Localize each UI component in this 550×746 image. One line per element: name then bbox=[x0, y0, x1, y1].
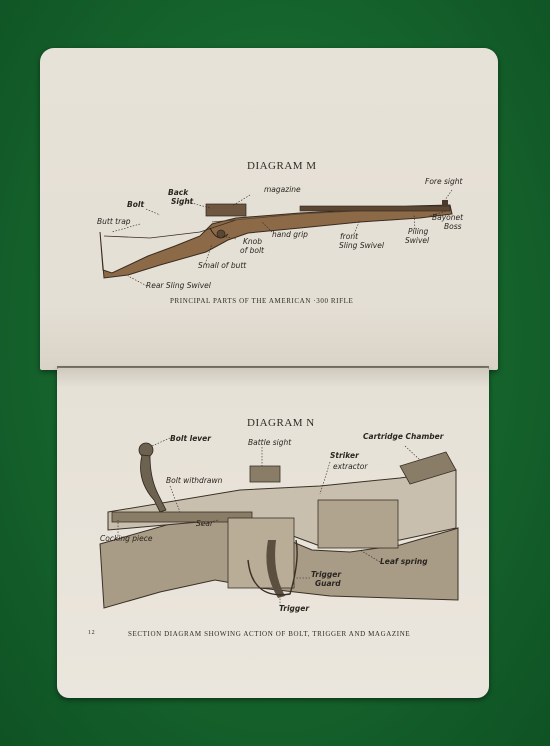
label-leaf-spring: Leaf spring bbox=[380, 557, 428, 566]
page-number: 12 bbox=[88, 630, 96, 636]
label-small-of-butt: Small of butt bbox=[198, 261, 247, 270]
label-front-sling-line1: front bbox=[340, 232, 359, 241]
label-front-sling-line2: Sling Swivel bbox=[339, 241, 384, 250]
diagram-n-caption: SECTION DIAGRAM SHOWING ACTION OF BOLT, … bbox=[128, 630, 411, 638]
label-cocking-piece: Cocking piece bbox=[100, 534, 153, 543]
label-piling-swivel-line2: Swivel bbox=[405, 236, 430, 245]
label-magazine: magazine bbox=[264, 185, 301, 194]
diagram-m-caption: PRINCIPAL PARTS OF THE AMERICAN ·300 RIF… bbox=[170, 297, 354, 305]
label-sear: Sear bbox=[196, 519, 214, 528]
label-bolt: Bolt bbox=[127, 200, 145, 209]
label-hand-grip: hand grip bbox=[272, 230, 308, 239]
label-battle-sight: Battle sight bbox=[248, 438, 292, 447]
label-bayonet-boss-line2: Boss bbox=[444, 222, 462, 231]
label-bolt-lever: Bolt lever bbox=[170, 434, 211, 443]
label-trigger-guard-line2: Guard bbox=[315, 579, 341, 588]
label-back-sight-line1: Back bbox=[168, 188, 189, 197]
label-knob-line1: Knob bbox=[243, 237, 263, 246]
label-rear-sling-swivel: Rear Sling Swivel bbox=[146, 281, 211, 290]
label-back-sight-line2: Sight bbox=[171, 197, 194, 206]
label-bolt-withdrawn: Bolt withdrawn bbox=[166, 476, 223, 485]
label-trigger-guard-line1: Trigger bbox=[311, 570, 342, 579]
label-piling-swivel-line1: Piling bbox=[408, 227, 429, 236]
diagram-m-title: DIAGRAM M bbox=[247, 160, 317, 172]
label-knob-line2: of bolt bbox=[240, 246, 264, 255]
label-striker: Striker bbox=[330, 451, 359, 460]
diagram-n-title: DIAGRAM N bbox=[247, 417, 315, 429]
label-fore-sight: Fore sight bbox=[425, 177, 463, 186]
label-butt-trap: Butt trap bbox=[97, 217, 131, 226]
label-cartridge-chamber: Cartridge Chamber bbox=[363, 432, 444, 441]
label-bayonet-boss-line1: Bayonet bbox=[432, 213, 464, 222]
label-trigger: Trigger bbox=[279, 604, 310, 613]
label-extractor: extractor bbox=[333, 462, 368, 471]
